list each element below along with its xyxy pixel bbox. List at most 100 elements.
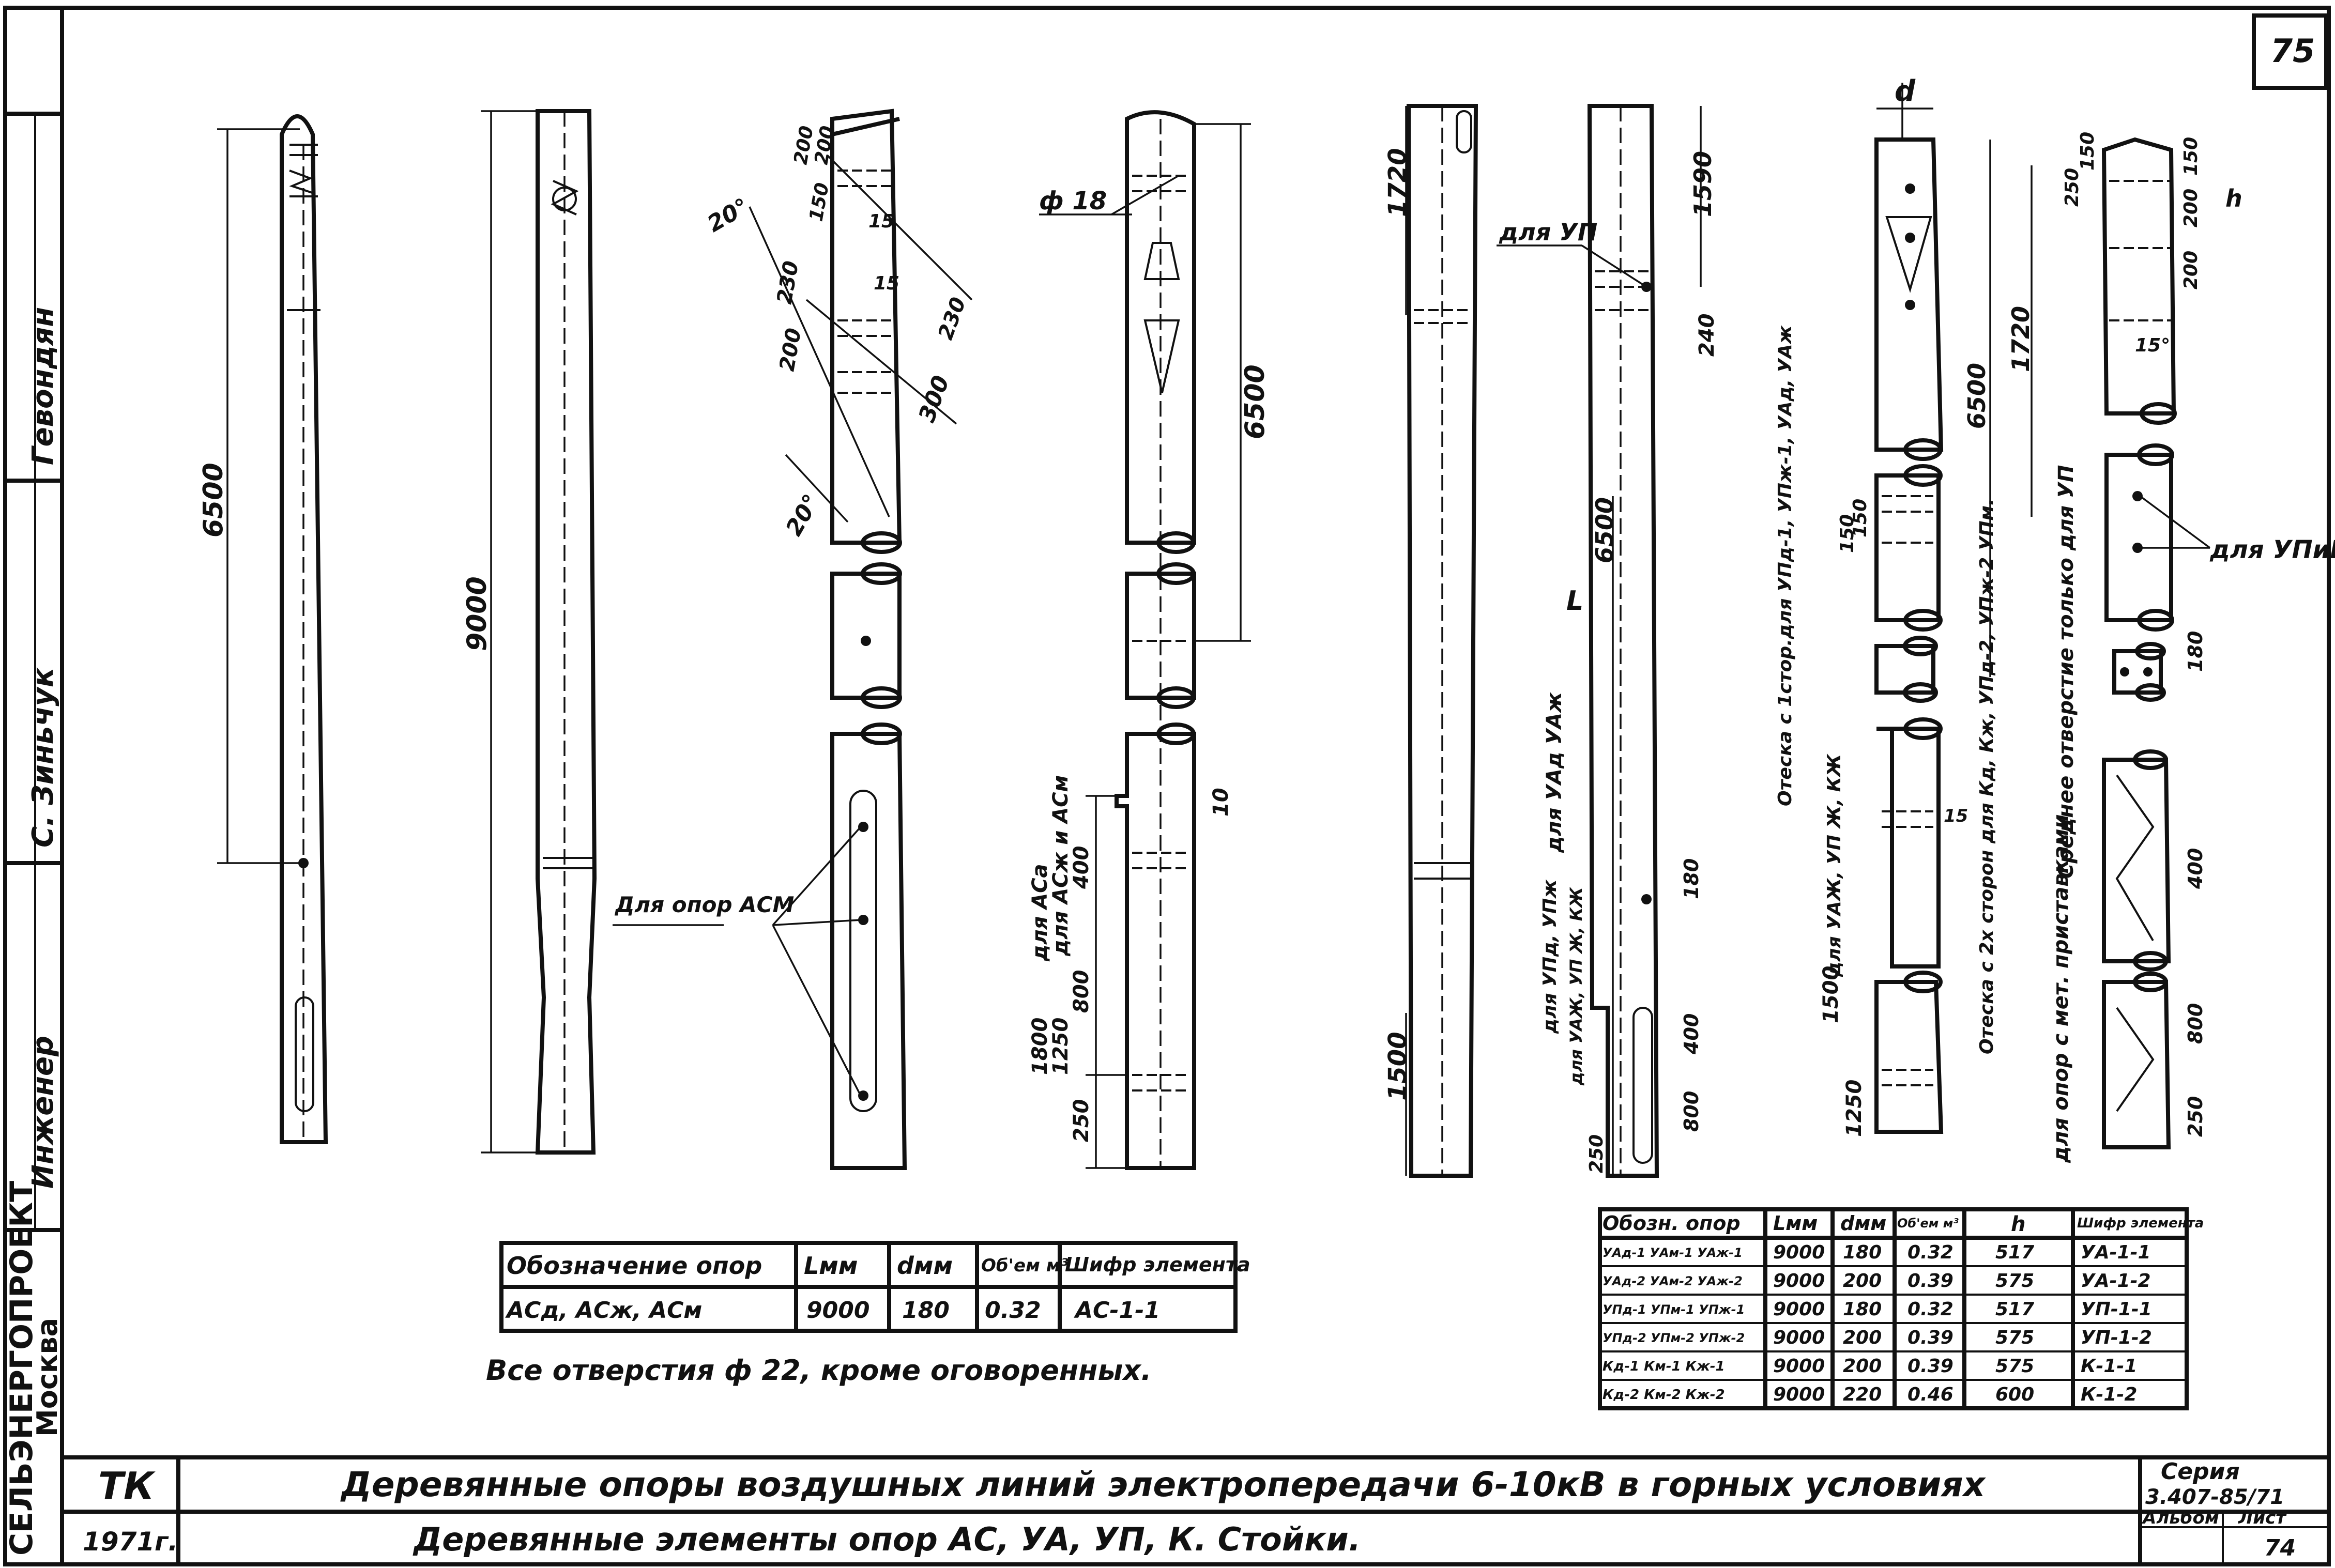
t1-row-length: 9000: [806, 1297, 869, 1324]
t2-cell: УАд-2 УАм-2 УАж-2: [1603, 1274, 1743, 1288]
callout-for-ac: для АСа: [1028, 864, 1052, 962]
t2-cell: УП-1-2: [2081, 1327, 2152, 1348]
callout-for-acj: для АСж и АСм: [1049, 775, 1073, 957]
tb-series-value: 3.407-85/71: [2145, 1485, 2284, 1509]
dim-6500-a: 6500: [198, 463, 229, 537]
t2-cell: 9000: [1773, 1384, 1825, 1405]
dim-400-b: 400: [2184, 848, 2207, 889]
t1-header-diameter: dмм: [897, 1252, 953, 1280]
t2-cell: 575: [1995, 1327, 2034, 1348]
left-margin: Гевондян С. Зиньчук Инженер СЕЛЬЭНЕРГОПР…: [4, 307, 64, 1556]
t1-row-diameter: 180: [902, 1297, 950, 1324]
t2-cell: 200: [1843, 1356, 1882, 1377]
t1-row-volume: 0.32: [985, 1297, 1041, 1324]
pole-4-drawing: 6500 ф 18 10 1800 для АСа 1250 для АСж и…: [1028, 110, 1271, 1170]
t2-cell: УПд-2 УПм-2 УПж-2: [1603, 1331, 1745, 1345]
t2-cell: 9000: [1773, 1327, 1825, 1348]
dim-6500-d: 6500: [1963, 363, 1991, 429]
dim-240: 240: [1695, 314, 1719, 357]
tb-subtitle: Деревянные элементы опор АС, УА, УП, К. …: [413, 1520, 1361, 1558]
dim-10: 10: [1209, 788, 1233, 817]
dim-800-a: 800: [1680, 1091, 1703, 1132]
dim-L: L: [1566, 586, 1583, 617]
dim-180-a: 180: [1680, 858, 1703, 899]
t2-cell: 200: [1843, 1327, 1882, 1348]
title-block: ТК 1971г. Деревянные опоры воздушных лин…: [62, 1455, 2329, 1564]
tb-year: 1971г.: [83, 1527, 178, 1557]
callout-asm: Для опор АСМ: [614, 892, 794, 917]
t2-row-6: Кд-2 Км-2 Кж-2 9000 220 0.46 600 К-1-2: [1603, 1384, 2137, 1405]
pole-2-drawing: 9000: [462, 109, 597, 1155]
table-1: Обозначение опор Lмм dмм Об'ем м³ Шифр э…: [499, 1241, 1250, 1333]
t2-cell: 575: [1995, 1270, 2034, 1292]
t1-header-designation: Обозначение опор: [507, 1252, 762, 1280]
t2-cell: 9000: [1773, 1299, 1825, 1320]
dim-1500-a: 1500: [1383, 1032, 1412, 1101]
dim-15-deg: 15°: [2135, 335, 2170, 356]
t2-cell: УПд-1 УПм-1 УПж-1: [1603, 1302, 1745, 1317]
dim-6500-c: 6500: [1591, 497, 1619, 563]
pole-3-drawing: 20° 20° 230 200 230 300 150 200 200 15 1…: [613, 109, 973, 1170]
tb-series-label: Серия: [2161, 1458, 2240, 1485]
callout-for-uaj-2: для УАЖ, УП Ж, КЖ: [1824, 754, 1845, 977]
sheet-number-box: 75: [2252, 13, 2328, 90]
t2-row-4: УПд-2 УПм-2 УПж-2 9000 200 0.39 575 УП-1…: [1603, 1327, 2152, 1348]
t2-cell: 180: [1843, 1242, 1882, 1263]
t2-cell: 9000: [1773, 1356, 1825, 1377]
dim-800-b: 800: [2184, 1003, 2207, 1044]
t2-cell: УА-1-1: [2081, 1242, 2151, 1263]
t2-cell: 575: [1995, 1356, 2034, 1377]
t2-cell: Кд-2 Км-2 Кж-2: [1603, 1387, 1725, 1403]
margin-org: СЕЛЬЭНЕРГОПРОЕКТ: [4, 1181, 40, 1556]
t2-cell: 180: [1843, 1299, 1882, 1320]
dim-1720-b: 1720: [2007, 306, 2035, 372]
dim-150-d: 150: [1837, 514, 1858, 553]
callout-for-upik: для УПиК: [2209, 535, 2335, 564]
t2-row-1: УАд-1 УАм-1 УАж-1 9000 180 0.32 517 УА-1…: [1603, 1242, 2151, 1263]
t2-h-length: Lмм: [1773, 1212, 1818, 1235]
tb-title: Деревянные опоры воздушных линий электро…: [340, 1465, 1987, 1504]
dim-250-b: 250: [2062, 168, 2083, 207]
callout-uad-uaj: для УАд УАж: [1543, 691, 1566, 853]
dim-800-c: 800: [1070, 970, 1093, 1013]
dim-15-c: 15: [1944, 806, 1968, 826]
t2-h-diameter: dмм: [1840, 1212, 1886, 1235]
dim-150-e: 150: [1850, 499, 1871, 537]
tb-sheet-value: 74: [2264, 1535, 2296, 1561]
dim-1800: 1800: [1028, 1018, 1052, 1075]
callout-uaj-upj-kj: для УАЖ, УП Ж, КЖ: [1566, 887, 1586, 1086]
t2-cell: 0.39: [1907, 1327, 1954, 1348]
sheet-number: 75: [2270, 32, 2315, 70]
callout-otesk2: Отеска с 2х сторон для Кд, Кж, УПд-2, УП…: [1976, 498, 1997, 1054]
pole-1-drawing: 6500: [198, 114, 328, 1144]
t2-cell: К-1-1: [2081, 1356, 2137, 1377]
t2-cell: УП-1-1: [2081, 1299, 2152, 1320]
t2-cell: 220: [1843, 1384, 1882, 1405]
dim-250-a: 250: [1586, 1134, 1607, 1173]
dim-1720-a: 1720: [1383, 148, 1412, 217]
callout-otesk1: Отеска с 1стор.для УПд-1, УПж-1, УАд, УА…: [1775, 325, 1796, 806]
t2-cell: 0.32: [1907, 1242, 1954, 1263]
dim-15-b: 15: [874, 273, 899, 294]
dim-15-a: 15: [868, 211, 894, 232]
dim-6500-b: 6500: [1240, 364, 1271, 439]
dim-150-c: 150: [805, 181, 833, 223]
t2-cell: 9000: [1773, 1270, 1825, 1292]
t2-row-3: УПд-1 УПм-1 УПж-1 9000 180 0.32 517 УП-1…: [1603, 1299, 2152, 1320]
dim-1500-b: 1500: [1819, 966, 1843, 1023]
t2-h-volume: Об'ем м³: [1897, 1216, 1959, 1231]
dim-1250: 1250: [1049, 1018, 1073, 1075]
t2-cell: 0.39: [1907, 1356, 1954, 1377]
t1-row-code: АС-1-1: [1074, 1297, 1160, 1324]
dim-20-top: 20°: [703, 193, 754, 238]
t2-cell: Кд-1 Км-1 Кж-1: [1603, 1359, 1725, 1374]
dim-1250-b: 1250: [1842, 1080, 1866, 1137]
dim-250-d: 250: [1070, 1099, 1093, 1143]
dim-20-bot: 20°: [781, 490, 825, 541]
pole-7-drawing: d 6500 150 150 Отеска с 1стор.для УПд-1,…: [1775, 74, 1997, 1137]
t2-cell: 517: [1995, 1242, 2034, 1263]
margin-signature: С. Зиньчук: [26, 667, 60, 848]
dim-200-a: 200: [2180, 189, 2202, 227]
t1-header-length: Lмм: [804, 1252, 858, 1280]
